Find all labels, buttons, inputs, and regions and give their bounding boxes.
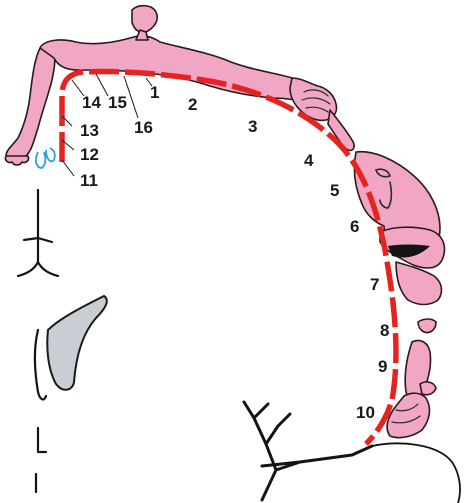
brainstem-branches [244,402,372,500]
motor-cortex-strip [62,71,396,444]
label-15: 15 [108,93,127,112]
label-14: 14 [82,93,101,112]
label-13: 13 [80,121,99,140]
label-6: 6 [350,217,359,236]
label-1: 1 [150,83,159,102]
label-5: 5 [330,181,339,200]
cerebellum-outline [372,443,460,503]
homunculus-leg [6,48,55,159]
label-10: 10 [356,403,375,422]
label-11: 11 [80,171,98,190]
internal-capsule-mark [36,428,46,492]
label-2: 2 [188,95,197,114]
homunculus-toes [5,156,28,165]
pharynx-lobe [420,382,436,395]
label-12: 12 [80,145,99,164]
homunculus-teeth [418,319,436,333]
label-7: 7 [370,275,379,294]
label-3: 3 [248,117,257,136]
label-9: 9 [378,357,387,376]
homunculus-head [132,6,157,33]
brain-section-outline [18,190,58,276]
caudate-outline [35,330,46,399]
leader-line-11 [62,160,74,176]
label-16: 16 [134,118,153,137]
genitals-icon [36,148,55,168]
homunculus-pharynx [387,393,429,437]
homunculus-jaw [396,262,441,305]
label-8: 8 [380,321,389,340]
lateral-ventricle [47,296,107,390]
label-4: 4 [304,151,314,170]
